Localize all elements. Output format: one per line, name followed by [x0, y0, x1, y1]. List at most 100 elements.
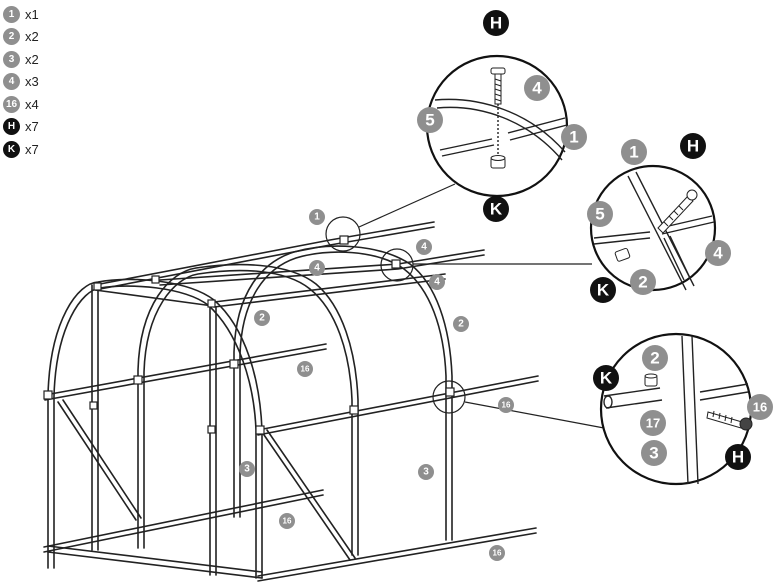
part-callout-16: 16	[297, 361, 313, 377]
callout-circle	[483, 196, 509, 222]
ridge-pipe-detail	[593, 237, 651, 245]
side-pipe-detail	[441, 144, 495, 157]
callout-label: H	[490, 14, 502, 33]
callout-circle	[453, 316, 469, 332]
callout-label: 4	[434, 277, 440, 288]
diagonal-brace	[57, 401, 137, 521]
front-arch-pipe-inner	[53, 285, 257, 579]
callout-label: 2	[638, 273, 647, 292]
side-pipe-detail	[699, 383, 749, 393]
ridge-pipe	[213, 278, 446, 308]
side-pipe-detail	[603, 387, 661, 397]
callout-label: 16	[493, 549, 502, 558]
side-pipe-lower	[43, 489, 324, 548]
zoom-markers	[325, 183, 605, 429]
side-pipe-upper	[44, 343, 327, 396]
part-callout-17: 17	[640, 410, 666, 436]
callout-label: 2	[458, 319, 464, 330]
part-callout-1: 1	[621, 139, 647, 165]
part-badge-3: 3	[3, 50, 20, 68]
callout-circle	[593, 365, 619, 391]
legend-quantity: x3	[25, 74, 39, 90]
callout-label: 16	[283, 517, 292, 526]
legend-row-part-1: 1 x1	[3, 3, 39, 26]
callout-label: 4	[421, 242, 427, 253]
part-callout-4: 4	[429, 274, 445, 290]
callout-circle	[279, 513, 295, 529]
part-callout-2: 2	[453, 316, 469, 332]
ridge-pipe	[99, 221, 435, 285]
nut-k-badge: K	[3, 140, 20, 158]
hardware-callout-K: K	[590, 277, 616, 303]
nut-k-detail	[614, 247, 631, 262]
legend-row-hardware-h: H x7	[3, 116, 39, 139]
bolt-h-detail	[657, 189, 698, 234]
callout-circle	[417, 107, 443, 133]
legend-quantity: x7	[25, 119, 39, 135]
leader-line	[358, 183, 456, 228]
callout-circle	[747, 394, 773, 420]
pipe-end-detail	[603, 395, 613, 409]
part-callout-3: 3	[239, 461, 255, 477]
callout-circle	[561, 124, 587, 150]
frame-connectors	[43, 235, 455, 435]
connector	[229, 359, 239, 369]
connector	[207, 299, 216, 308]
part-callout-3: 3	[641, 440, 667, 466]
part-callout-3: 3	[418, 464, 434, 480]
legend-row-hardware-k: K x7	[3, 138, 39, 161]
part-callout-16: 16	[747, 394, 773, 420]
callout-circle	[680, 133, 706, 159]
side-pipe-detail	[507, 117, 566, 134]
zoom-marker-top	[325, 216, 361, 252]
part-badge-2: 2	[3, 28, 20, 46]
arch-pipe-detail	[627, 175, 687, 291]
callout-label: 1	[629, 143, 638, 162]
connector	[89, 401, 98, 410]
callout-circle	[309, 260, 325, 276]
detail-view-ridge	[589, 164, 717, 292]
legend-row-part-16: 16 x4	[3, 93, 39, 116]
callout-label: 4	[713, 244, 723, 263]
callout-circle	[498, 397, 514, 413]
callout-circle	[297, 361, 313, 377]
connector	[445, 387, 455, 397]
callout-circle	[309, 209, 325, 225]
hardware-callout-K: K	[593, 365, 619, 391]
part-callout-5: 5	[417, 107, 443, 133]
connector	[133, 375, 143, 385]
part-badge-16: 16	[3, 95, 20, 113]
legend-row-part-2: 2 x2	[3, 26, 39, 49]
callout-label: 2	[259, 313, 265, 324]
side-pipe-lower	[257, 532, 537, 582]
detail-view-side	[599, 332, 753, 486]
legend-quantity: x4	[25, 96, 39, 112]
callout-label: H	[732, 448, 744, 467]
part-callout-16: 16	[279, 513, 295, 529]
callout-circle	[640, 410, 666, 436]
callout-label: 1	[569, 128, 578, 147]
legend-quantity: x2	[25, 29, 39, 45]
bolt-h-detail	[490, 67, 506, 105]
hardware-callout-K: K	[483, 196, 509, 222]
callout-circle	[418, 464, 434, 480]
part-callout-2: 2	[254, 310, 270, 326]
part-callout-5: 5	[587, 201, 613, 227]
connector	[93, 282, 102, 291]
callout-circle	[416, 239, 432, 255]
callout-circle	[630, 269, 656, 295]
part-badge-4: 4	[3, 73, 20, 91]
lower-pipe-detail	[663, 237, 685, 281]
callout-circle	[524, 75, 550, 101]
nut-k-detail	[490, 155, 506, 169]
callout-circle	[725, 444, 751, 470]
hardware-callout-H: H	[483, 10, 509, 36]
callout-label: 17	[646, 416, 660, 431]
legend-quantity: x1	[25, 6, 39, 22]
callout-circle	[587, 201, 613, 227]
back-arch-pipe-inner	[239, 251, 447, 541]
side-pipe-detail	[605, 399, 663, 409]
part-callout-4: 4	[416, 239, 432, 255]
